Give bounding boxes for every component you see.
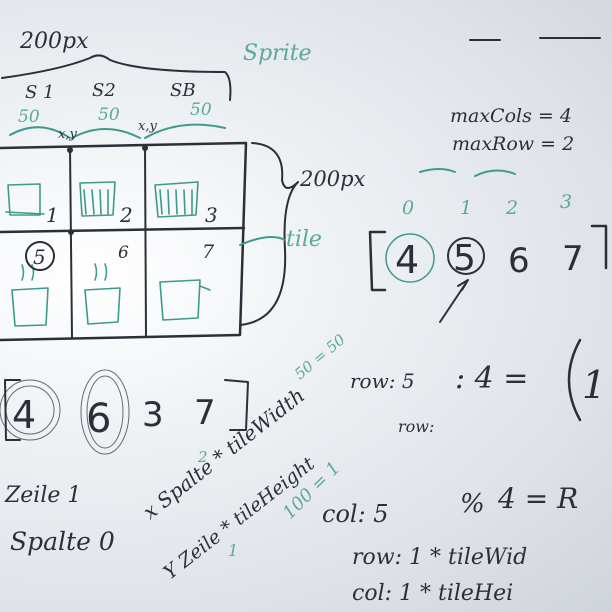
pot-sprites-row-1	[5, 181, 199, 218]
cell-number-7: 7	[202, 241, 215, 263]
max-row: maxRow = 2	[452, 133, 574, 155]
slot-label-2: S2	[92, 80, 116, 101]
slot-width-braces	[9, 123, 226, 139]
col-mod-op: %	[460, 489, 485, 519]
zeile-label: Zeile 1	[4, 483, 81, 508]
height-brace	[239, 142, 299, 326]
pot-sprites-row-2	[11, 263, 211, 327]
max-cols: maxCols = 4	[450, 105, 572, 127]
pointer-arrow	[439, 279, 469, 323]
height-label: 200px	[299, 167, 366, 191]
seq-number-6: 6	[508, 241, 530, 281]
row-multiply: row: 1 * tileWid	[352, 545, 527, 570]
sprite-label: Sprite	[243, 41, 312, 66]
col-multiply: col: 1 * tileHei	[352, 581, 513, 606]
slot-label-1: S 1	[25, 82, 55, 103]
xy-label-1: x,y	[58, 127, 77, 142]
green-note-1-group: 50 = 50	[291, 330, 349, 383]
slot-label-3: SB	[170, 80, 196, 101]
bottom-bracket-left	[4, 379, 21, 441]
bottom-seq-7: 7	[194, 393, 216, 433]
bracket-right	[590, 224, 608, 270]
seq-number-5: 5	[453, 238, 476, 279]
spalte-label: Spalte 0	[10, 527, 115, 556]
row-blank: row:	[398, 417, 434, 436]
row-div-result: 1	[582, 363, 606, 407]
bracket-left	[368, 230, 387, 292]
circle-5	[25, 241, 55, 271]
sprite-grid	[0, 141, 248, 342]
slot-width-3: 50	[190, 100, 212, 120]
index-3: 3	[560, 191, 572, 213]
bottom-seq-3: 3	[142, 395, 164, 435]
circle-seq-5	[447, 237, 485, 275]
index-1: 1	[460, 197, 472, 219]
paren	[567, 338, 582, 422]
cell-number-3: 3	[205, 203, 218, 227]
green-note-4: 1	[228, 541, 238, 560]
bottom-seq-6: 6	[86, 396, 111, 442]
green-note-1: 50 = 50	[291, 330, 349, 383]
index-0: 0	[402, 197, 414, 219]
cell-number-6: 6	[118, 243, 129, 263]
col-mod-left: col: 5	[322, 500, 389, 528]
width-brace	[1, 54, 232, 101]
circle-4	[385, 233, 435, 283]
row-div-left: row: 5	[350, 369, 415, 393]
index-2: 2	[505, 197, 518, 219]
tile-label: tile	[286, 227, 322, 252]
index-arrows	[419, 168, 516, 177]
xy-label-2: x,y	[138, 119, 157, 134]
width-label: 200px	[19, 29, 89, 54]
seq-number-4: 4	[395, 238, 419, 282]
col-mod-right: 4 = R	[497, 482, 578, 515]
cell-number-5: 5	[33, 245, 46, 269]
seq-number-7: 7	[562, 239, 584, 279]
bottom-bracket-right	[224, 379, 249, 431]
cell-number-1: 1	[46, 203, 59, 227]
row-div-right: : 4 =	[455, 361, 528, 396]
green-note-3: 2	[197, 448, 208, 466]
slot-width-1: 50	[18, 107, 40, 127]
bottom-seq-4: 4	[12, 393, 36, 437]
tile-pointer	[239, 235, 286, 246]
slot-width-2: 50	[98, 105, 120, 125]
cell-number-2: 2	[119, 203, 133, 227]
